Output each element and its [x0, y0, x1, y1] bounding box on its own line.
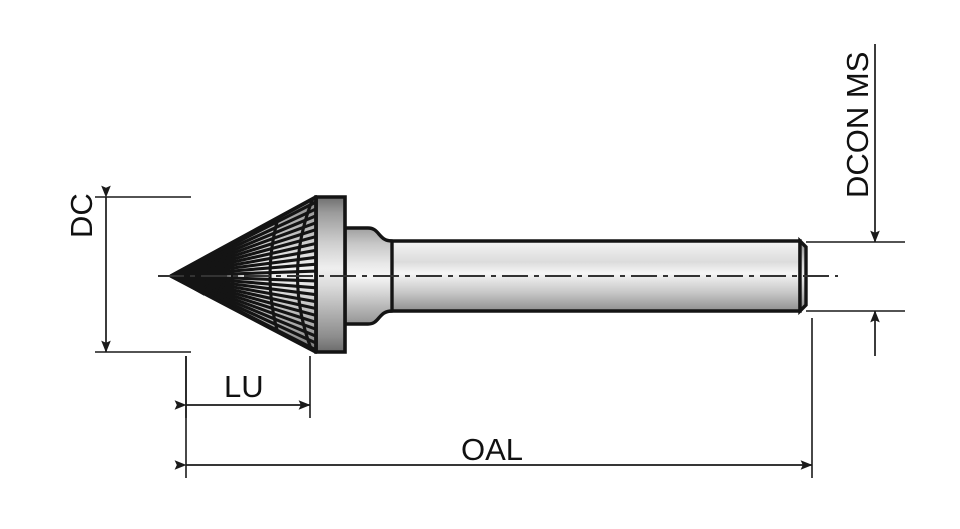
dimension-oal — [174, 318, 813, 478]
dimension-label-oal: OAL — [461, 432, 524, 467]
cone-outline — [169, 195, 318, 354]
dimension-label-dcon-ms: DCON MS — [840, 51, 875, 198]
neck-transition — [343, 226, 394, 326]
dimension-dcon-ms — [806, 44, 905, 356]
dimension-label-lu: LU — [224, 369, 264, 404]
dimension-label-dc: DC — [64, 193, 99, 238]
dimension-dc — [95, 185, 191, 353]
cylindrical-band — [314, 195, 347, 354]
